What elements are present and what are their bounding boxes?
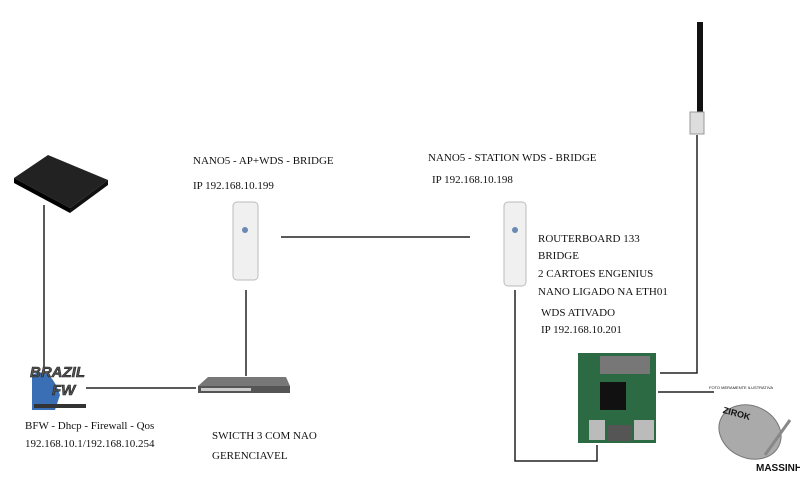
brazil-fw-logo: BRAZIL FW (30, 364, 86, 410)
nano-ap-title: NANO5 - AP+WDS - BRIDGE (193, 155, 334, 167)
dish-note: FOTO MERAMENTE ILUSTRATIVA (709, 385, 774, 390)
dish-label: MASSINHA (756, 463, 800, 474)
bfw-description: BFW - Dhcp - Firewall - Qos (25, 420, 155, 432)
modem-icon (14, 155, 108, 213)
switch-icon (198, 377, 290, 393)
routerboard-line: IP 192.168.10.201 (541, 324, 622, 336)
routerboard-line: NANO LIGADO NA ETH01 (538, 286, 668, 298)
nano-ap-antenna-icon (232, 201, 259, 281)
nano-station-antenna-icon (503, 201, 527, 287)
connections (43, 135, 714, 462)
omni-antenna-icon (689, 22, 705, 135)
bfw-ip-range: 192.168.10.1/192.168.10.254 (25, 438, 155, 450)
switch-label-line1: SWICTH 3 COM NAO (212, 430, 317, 442)
routerboard-line: BRIDGE (538, 250, 579, 262)
routerboard-line: ROUTERBOARD 133 (538, 233, 640, 245)
routerboard-line: WDS ATIVADO (541, 307, 616, 319)
svg-text:BRAZIL: BRAZIL (30, 364, 85, 381)
routerboard-line: 2 CARTOES ENGENIUS (538, 268, 654, 280)
switch-label-line2: GERENCIAVEL (212, 450, 288, 462)
nano-station-ip: IP 192.168.10.198 (432, 174, 513, 186)
nano-station-title: NANO5 - STATION WDS - BRIDGE (428, 152, 597, 164)
svg-text:FW: FW (52, 382, 77, 399)
nano-station-routerboard-link (514, 290, 598, 462)
routerboard-icon (578, 353, 656, 443)
nano-ap-ip: IP 192.168.10.199 (193, 180, 274, 192)
satellite-dish-icon: ZIROK (718, 404, 792, 460)
routerboard-antenna-link (660, 135, 698, 374)
